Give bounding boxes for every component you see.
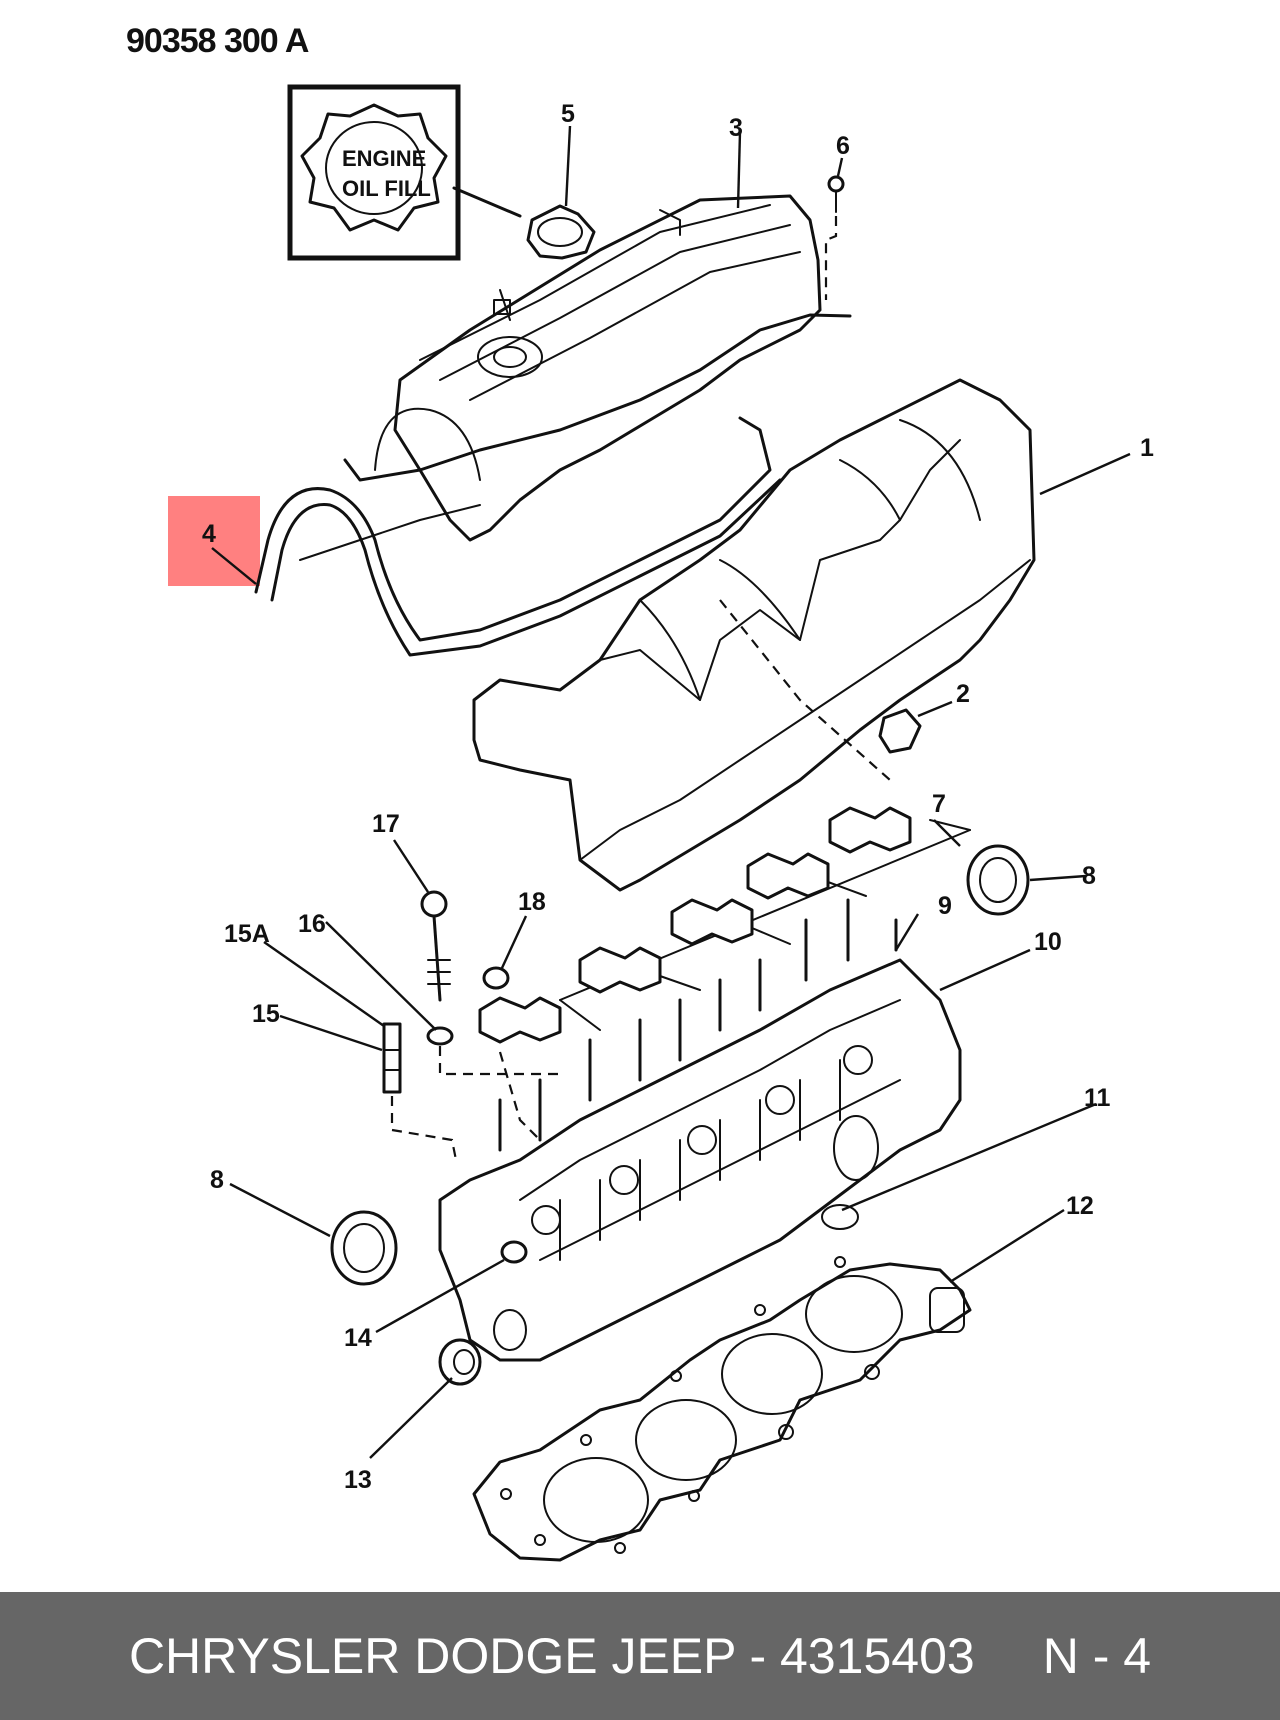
callout-3: 3 [729, 114, 743, 142]
drawing-number: 90358 300 A [126, 22, 309, 60]
oil-fill-cap-inset: ENGINE OIL FILL [287, 84, 522, 261]
callout-16: 16 [298, 910, 326, 938]
callout-10: 10 [1034, 928, 1062, 956]
camshaft-seal-left [330, 1210, 398, 1286]
callout-6: 6 [836, 132, 850, 160]
plug-2 [878, 708, 922, 754]
callout-14: 14 [344, 1324, 372, 1352]
valve-cover [343, 194, 852, 542]
head-gasket [472, 1256, 972, 1562]
callout-13: 13 [344, 1466, 372, 1494]
callout-4: 4 [202, 520, 216, 548]
callout-8-left: 8 [210, 1166, 224, 1194]
callout-9: 9 [938, 892, 952, 920]
stud-15 [382, 1022, 458, 1161]
oil-cap-word-1: ENGINE [342, 146, 426, 171]
callout-15a: 15A [224, 920, 270, 948]
highlight-box [168, 496, 260, 586]
callout-12: 12 [1066, 1192, 1094, 1220]
camshaft-cover [472, 378, 1036, 892]
head-bolt-17 [420, 890, 560, 1076]
callout-5: 5 [561, 100, 575, 128]
exploded-parts-diagram: 90358 300 A ENGINE OIL FILL [126, 22, 1154, 1562]
oil-cap-part [526, 204, 596, 260]
cylinder-head [438, 898, 962, 1362]
cylinder-head-exploded-view: 90358 300 A ENGINE OIL FILL [126, 22, 1154, 1562]
oil-cap-word-2: OIL FILL [342, 176, 431, 201]
plug-14 [500, 1240, 528, 1264]
part-info-bar: CHRYSLER DODGE JEEP - 4315403 N - 4 [0, 1592, 1280, 1720]
reference-code-text: N - 4 [1042, 1628, 1152, 1684]
seal-13 [438, 1338, 482, 1386]
callout-17: 17 [372, 810, 400, 838]
bolt-6 [824, 175, 845, 300]
callout-1: 1 [1140, 434, 1154, 462]
callout-2: 2 [956, 680, 970, 708]
camshaft-seal-right [966, 844, 1030, 916]
callout-11: 11 [1084, 1084, 1111, 1112]
callout-18: 18 [518, 888, 546, 916]
callout-15: 15 [252, 1000, 280, 1028]
part-number-text: CHRYSLER DODGE JEEP - 4315403 [128, 1628, 975, 1684]
callout-7: 7 [932, 790, 946, 818]
valve-cover-gasket [254, 416, 782, 657]
leader-lines [211, 125, 1131, 1459]
callout-labels: 1 2 3 4 5 6 7 8 8 9 10 11 12 13 14 15 15… [202, 100, 1154, 1494]
cap-18 [478, 966, 562, 1141]
bearing-caps [559, 806, 971, 1031]
callout-8-right: 8 [1082, 862, 1096, 890]
